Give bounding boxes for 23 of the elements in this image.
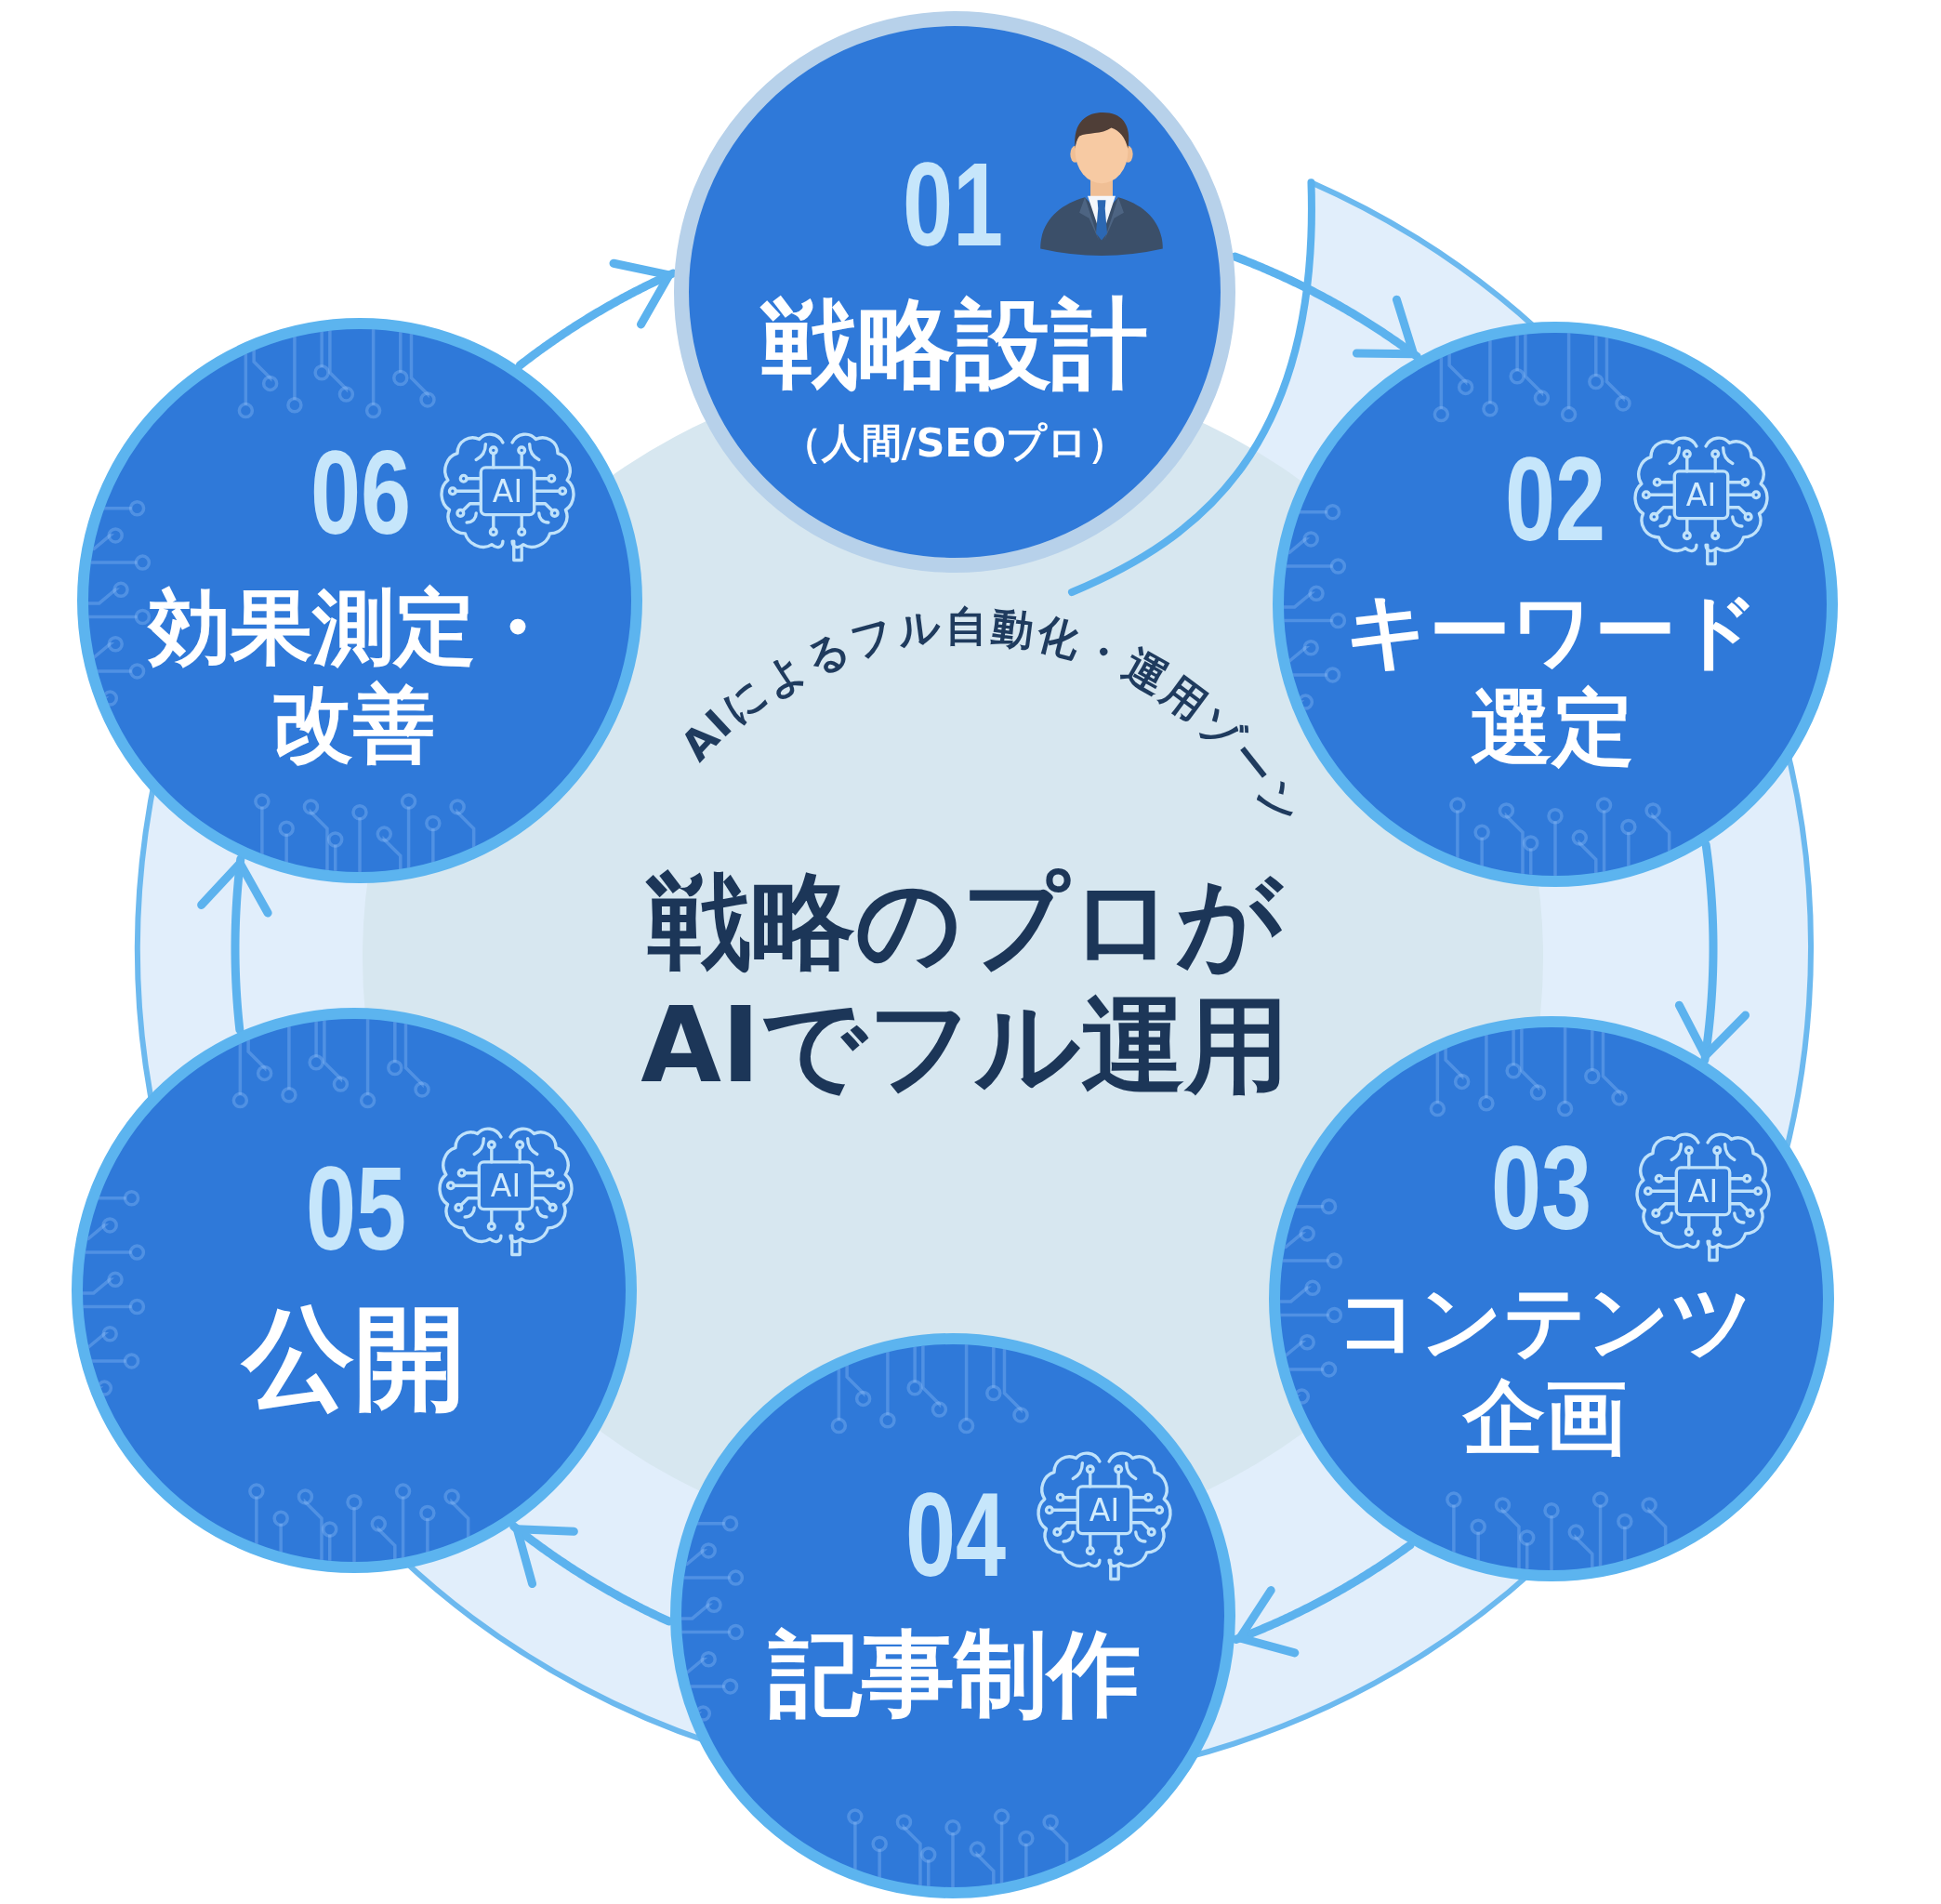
step-title: キーワード選定 xyxy=(1344,583,1761,776)
step-number: 06 xyxy=(310,433,412,552)
chip-label: AI xyxy=(492,475,523,507)
step-number: 01 xyxy=(902,145,1004,264)
step-number: 04 xyxy=(904,1475,1007,1594)
cycle-arrow xyxy=(1232,1540,1415,1658)
step-title: 公開 xyxy=(240,1292,467,1424)
step-number: 02 xyxy=(1504,440,1606,559)
cycle-arrow xyxy=(197,854,272,1034)
step-number: 05 xyxy=(305,1149,407,1268)
step-title: コンテンツ企画 xyxy=(1335,1273,1755,1466)
curved-zone-label: AIによるフル自動化・運用ゾーン xyxy=(674,600,1305,828)
step-title: 戦略設計 xyxy=(759,286,1149,402)
chip-label: AI xyxy=(490,1170,522,1201)
chip-label: AI xyxy=(1687,1175,1719,1207)
step-number: 03 xyxy=(1490,1129,1592,1248)
step-subtitle: （人間/SEOプロ） xyxy=(781,418,1129,467)
cycle-arrow xyxy=(1674,840,1750,1064)
headline: 戦略のプロがAIでフル運用 xyxy=(640,859,1290,1107)
step-title: 効果測定・改善 xyxy=(146,579,559,773)
chip-label: AI xyxy=(1089,1494,1120,1526)
step-title: 記事制作 xyxy=(767,1620,1142,1729)
chip-label: AI xyxy=(1685,479,1717,510)
